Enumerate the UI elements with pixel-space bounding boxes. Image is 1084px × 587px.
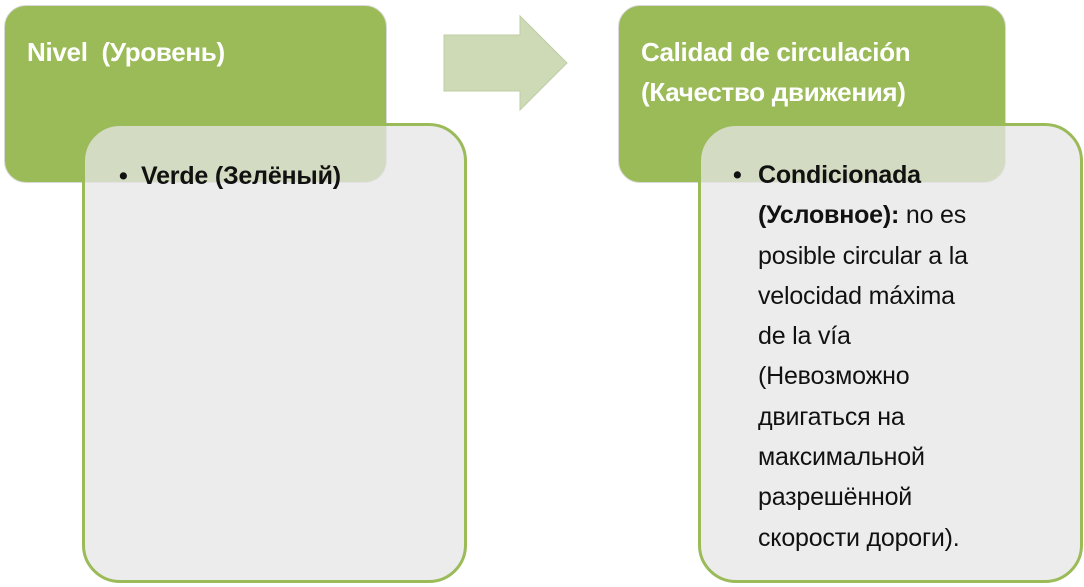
quality-item-bold: Condicionada (758, 161, 921, 189)
quality-item-line: максимальной (758, 443, 925, 472)
quality-item-line: de la vía (758, 322, 851, 351)
quality-item-line: (Невозможно (758, 362, 910, 391)
quality-item-line: posible circular a la (758, 241, 968, 270)
quality-item-text: no es (899, 201, 967, 230)
quality-card: • Condicionada (Условное): no es posible… (698, 123, 1083, 583)
quality-header-line: Calidad de circulación (641, 37, 911, 67)
bullet-icon: • (119, 162, 128, 190)
arrow-right-icon (443, 14, 568, 112)
level-header-text: Nivel (Уровень) (27, 37, 225, 67)
quality-item-bold: (Условное): (758, 201, 900, 230)
quality-item-line: velocidad máxima (758, 281, 955, 310)
quality-item-line: разрешённой (758, 483, 913, 512)
bullet-icon: • (733, 161, 742, 189)
level-card: • Verde (Зелёный) (82, 123, 467, 583)
quality-header-line: (Качество движения) (641, 77, 906, 107)
level-item: Verde (Зелёный) (141, 162, 341, 190)
quality-item-line: двигаться на (758, 402, 905, 431)
quality-item-line: скорости дороги). (758, 523, 960, 552)
